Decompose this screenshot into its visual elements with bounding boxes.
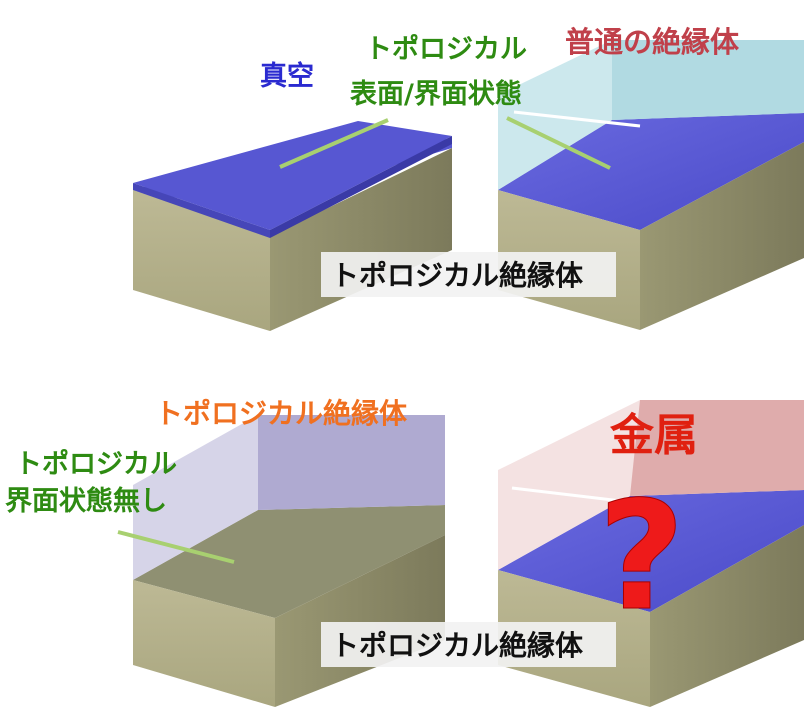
block-top-face <box>133 505 445 618</box>
label-metal: 金属 <box>609 410 698 461</box>
block-side-face <box>650 525 804 707</box>
label-topological-bottom: トポロジカル <box>15 449 177 480</box>
block-surface-edge <box>133 183 270 238</box>
block-vacuum <box>133 118 452 331</box>
surface-pointer-line <box>506 116 611 170</box>
surface-pointer-line <box>279 118 389 169</box>
label-surface-interface-state: 表面/界面状態 <box>350 78 522 110</box>
block-front-face <box>133 580 275 707</box>
caption-topological-insulator-bottom: トポロジカル絶縁体 <box>331 629 584 662</box>
block-top-face <box>498 490 804 612</box>
label-vacuum: 真空 <box>260 60 314 92</box>
block-side-face <box>270 148 452 331</box>
caption-topological-insulator-top: トポロジカル絶縁体 <box>331 259 584 292</box>
label-normal-insulator: 普通の絶縁体 <box>565 25 740 59</box>
block-ti-on-ti <box>117 415 445 707</box>
caption-box-bottom <box>321 622 616 667</box>
block-surface-edge-side <box>270 136 452 238</box>
insulator-overlay-highlight <box>513 110 641 128</box>
label-topological: トポロジカル <box>365 34 527 65</box>
metal-overlay-highlight <box>511 486 656 507</box>
ti-overlay-side <box>258 415 445 510</box>
insulator-overlay-side <box>612 40 804 120</box>
caption-box-top <box>321 252 616 297</box>
metal-overlay-side <box>630 400 804 496</box>
label-no-interface-state: 界面状態無し <box>5 485 167 517</box>
question-mark-icon: ? <box>598 470 685 644</box>
surface-pointer-line <box>117 530 235 564</box>
block-side-face <box>640 142 804 330</box>
block-top-face <box>498 113 804 230</box>
block-surface-layer <box>133 121 452 230</box>
label-ti-overlay: トポロジカル絶縁体 <box>155 397 408 430</box>
block-side-face <box>275 535 445 707</box>
